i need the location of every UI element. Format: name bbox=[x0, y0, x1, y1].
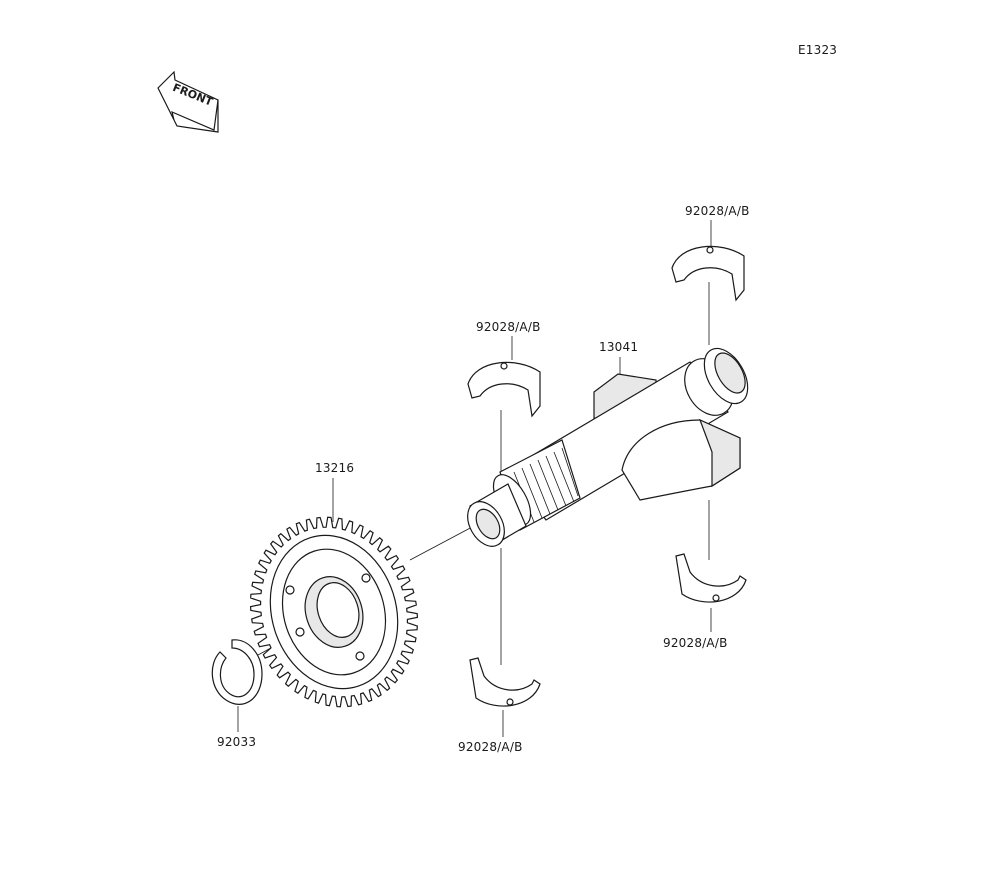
front-arrow-icon: FRONT bbox=[157, 70, 219, 133]
circlip bbox=[211, 639, 263, 705]
bearing-shell-top-mid bbox=[467, 361, 541, 418]
bearing-shell-bottom-mid bbox=[469, 657, 541, 707]
label-bearing-bottom-mid: 92028/A/B bbox=[458, 740, 523, 754]
balancer-shaft bbox=[467, 347, 749, 547]
diagram-code: E1323 bbox=[798, 43, 838, 57]
label-bearing-bottom-right: 92028/A/B bbox=[663, 636, 728, 650]
label-circlip: 92033 bbox=[217, 735, 257, 749]
label-bearing-top-mid: 92028/A/B bbox=[476, 320, 541, 334]
label-shaft: 13041 bbox=[599, 340, 639, 354]
bearing-shell-bottom-right bbox=[675, 553, 747, 603]
bearing-shell-top-right bbox=[671, 245, 745, 302]
balancer-gear bbox=[249, 516, 419, 708]
label-gear: 13216 bbox=[315, 461, 355, 475]
shaft-end-sleeve bbox=[467, 483, 527, 547]
label-bearing-top-right: 92028/A/B bbox=[685, 204, 750, 218]
